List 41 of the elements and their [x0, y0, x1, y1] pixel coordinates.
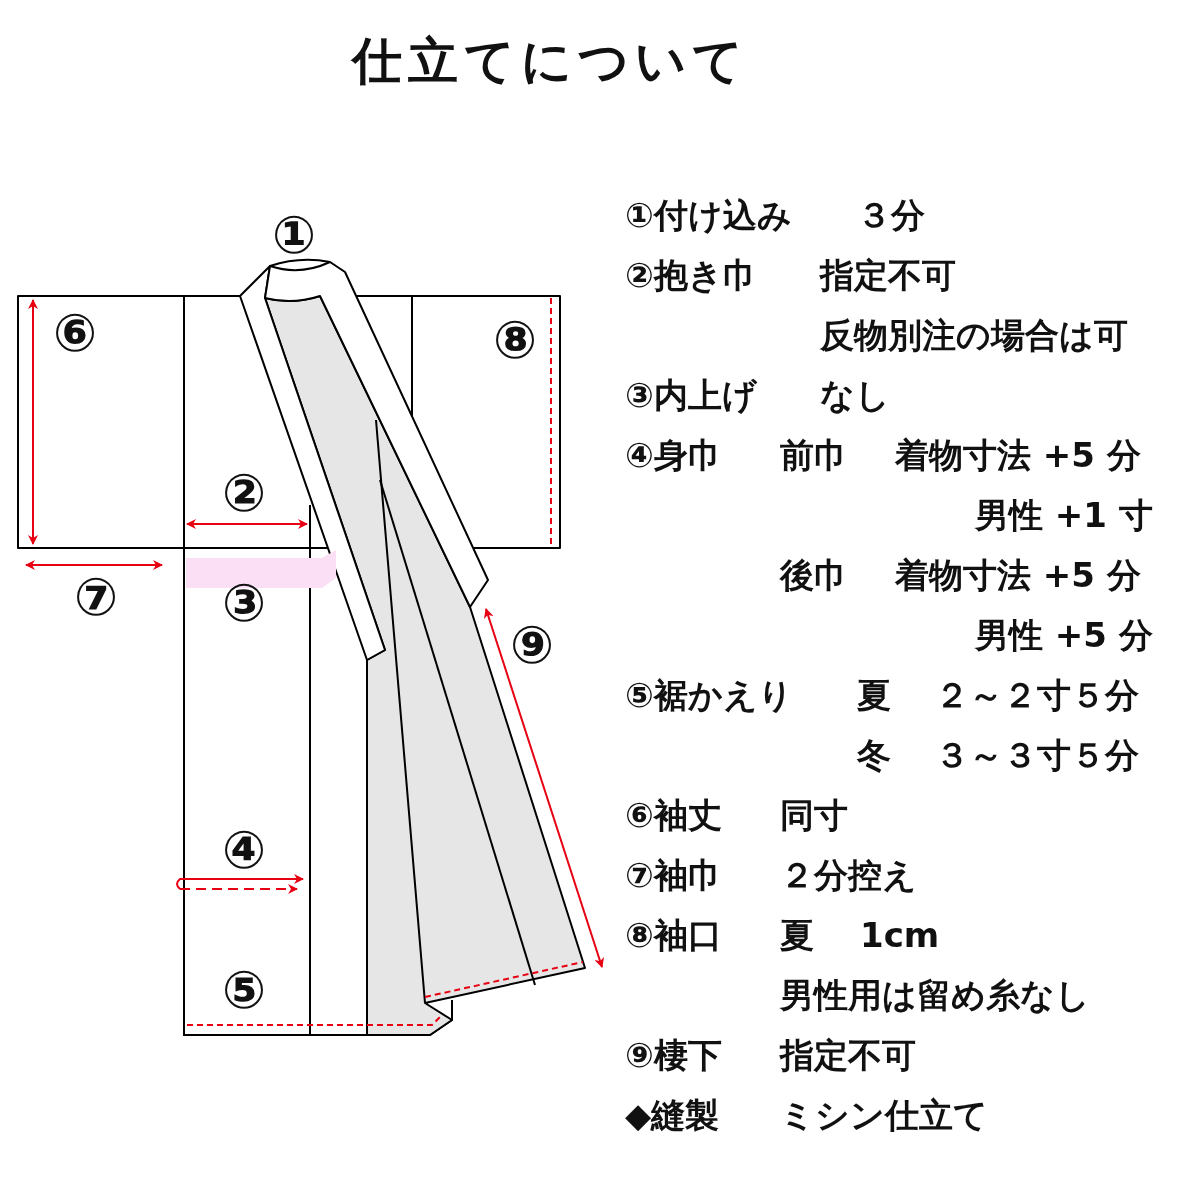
spec-text: 男性用は留め糸なし [780, 978, 1090, 1012]
spec-text: ２～２寸５分 [935, 678, 1139, 712]
spec-text: ⑥袖丈 [625, 798, 722, 832]
spec-text: 指定不可 [820, 258, 956, 292]
spec-text: ２分控え [780, 858, 917, 892]
spec-text: ミシン仕立て [780, 1098, 988, 1132]
spec-text: ④身巾 [625, 438, 722, 472]
spec-text: 男性 +1 寸 [975, 498, 1153, 532]
spec-text: 反物別注の場合は可 [820, 318, 1128, 352]
callout-number: ⑨ [510, 619, 554, 671]
title: 仕立てについて [351, 36, 749, 86]
spec-text: 1cm [860, 918, 940, 952]
callout-number: ⑦ [74, 571, 118, 623]
spec-text: 同寸 [780, 798, 848, 832]
callout-number: ⑥ [53, 307, 97, 359]
spec-text: ◆縫製 [625, 1098, 720, 1132]
callout-number: ⑧ [493, 314, 537, 366]
spec-text: 着物寸法 +5 分 [895, 438, 1141, 472]
callout-number: ② [222, 467, 266, 519]
spec-text: 夏 [780, 918, 814, 952]
callout-number: ⑤ [222, 964, 266, 1016]
spec-text: ⑧袖口 [625, 918, 722, 952]
spec-text: ②抱き巾 [625, 258, 757, 292]
spec-text: ⑦袖巾 [625, 858, 722, 892]
spec-text: ①付け込み [625, 198, 792, 232]
spec-text: 指定不可 [780, 1038, 916, 1072]
callout-number: ③ [222, 577, 266, 629]
spec-text: 冬 [857, 738, 891, 772]
spec-text: 夏 [857, 678, 891, 712]
spec-text: 着物寸法 +5 分 [895, 558, 1141, 592]
spec-text: ⑨棲下 [625, 1038, 722, 1072]
spec-text: ③内上げ [625, 378, 757, 412]
spec-text: なし [820, 378, 890, 412]
spec-text: ３～３寸５分 [935, 738, 1139, 772]
spec-text: 後巾 [780, 558, 848, 592]
callout-number: ④ [222, 824, 266, 876]
spec-text: 男性 +5 分 [975, 618, 1153, 652]
spec-text: ⑤裾かえり [625, 678, 793, 712]
callout-number: ① [272, 209, 316, 261]
spec-text: 前巾 [780, 438, 848, 472]
spec-text: ３分 [857, 198, 925, 232]
